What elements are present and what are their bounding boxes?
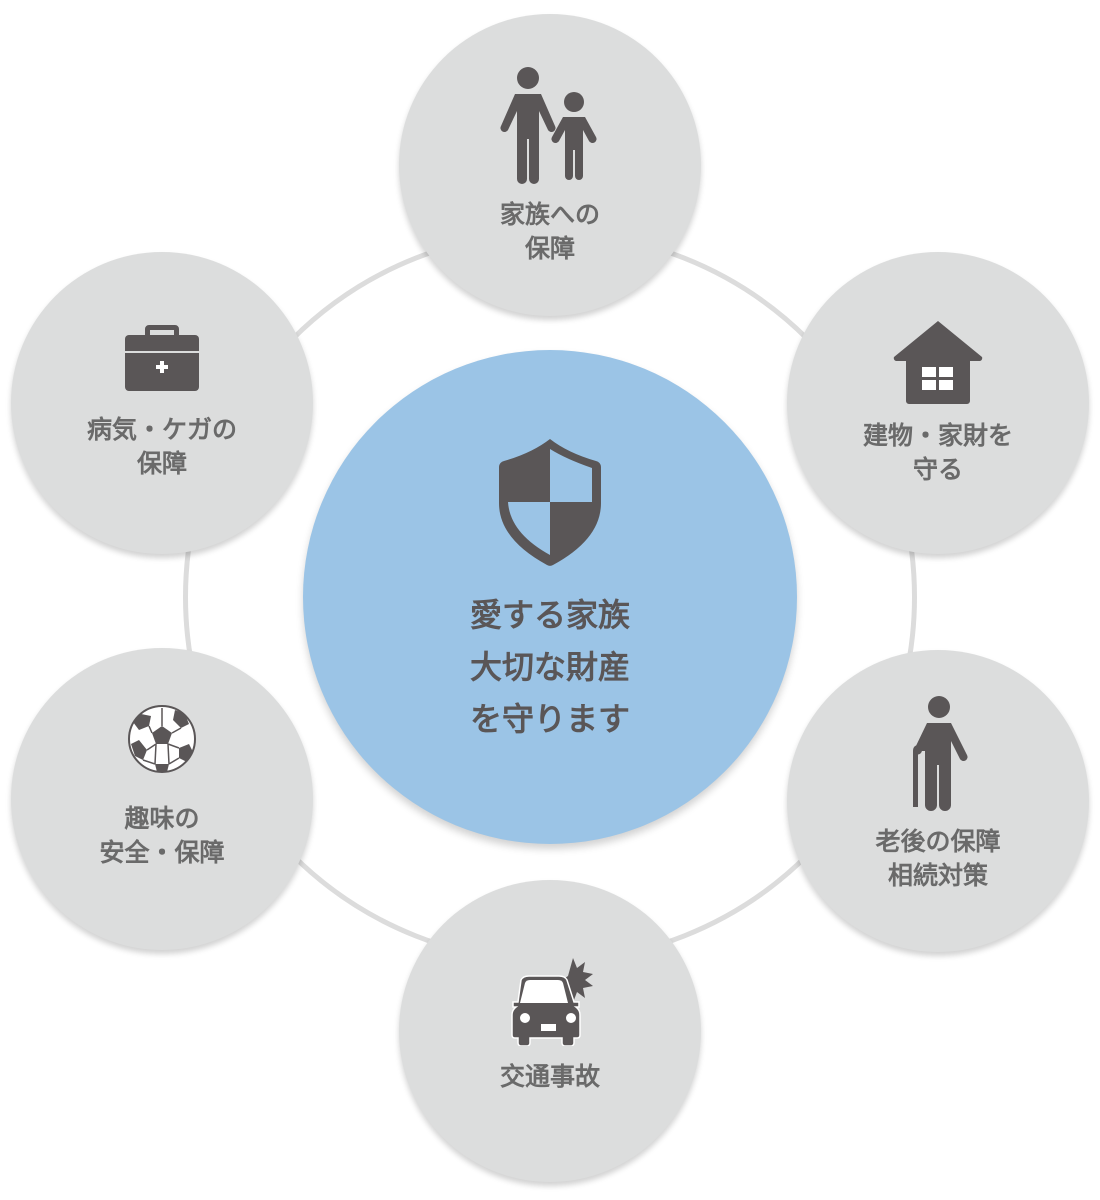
node-illness: 病気・ケガの 保障 <box>11 252 313 554</box>
node-traffic: 交通事故 <box>399 880 701 1182</box>
node-label: 病気・ケガの 保障 <box>86 415 237 478</box>
node-building: 建物・家財を 守る <box>787 252 1089 554</box>
node-label: 建物・家財を 守る <box>862 421 1013 484</box>
first-aid-kit-icon <box>125 325 199 391</box>
node-retirement: 老後の保障 相続対策 <box>787 650 1089 952</box>
soccer-ball-icon <box>127 704 197 774</box>
center-hub: 愛する家族 大切な財産 を守ります <box>303 350 797 844</box>
node-label: 家族への 保障 <box>499 200 600 263</box>
node-label: 交通事故 <box>499 1062 600 1091</box>
parent-child-icon <box>498 64 602 184</box>
house-icon <box>892 319 984 405</box>
node-family: 家族への 保障 <box>399 14 701 316</box>
node-label: 老後の保障 相続対策 <box>875 827 1001 890</box>
node-hobby: 趣味の 安全・保障 <box>11 648 313 950</box>
shield-icon <box>495 437 605 571</box>
elderly-person-icon <box>903 695 973 811</box>
car-crash-icon <box>505 958 595 1046</box>
node-label: 趣味の 安全・保障 <box>99 804 225 867</box>
center-label: 愛する家族 大切な財産 を守ります <box>469 596 630 738</box>
